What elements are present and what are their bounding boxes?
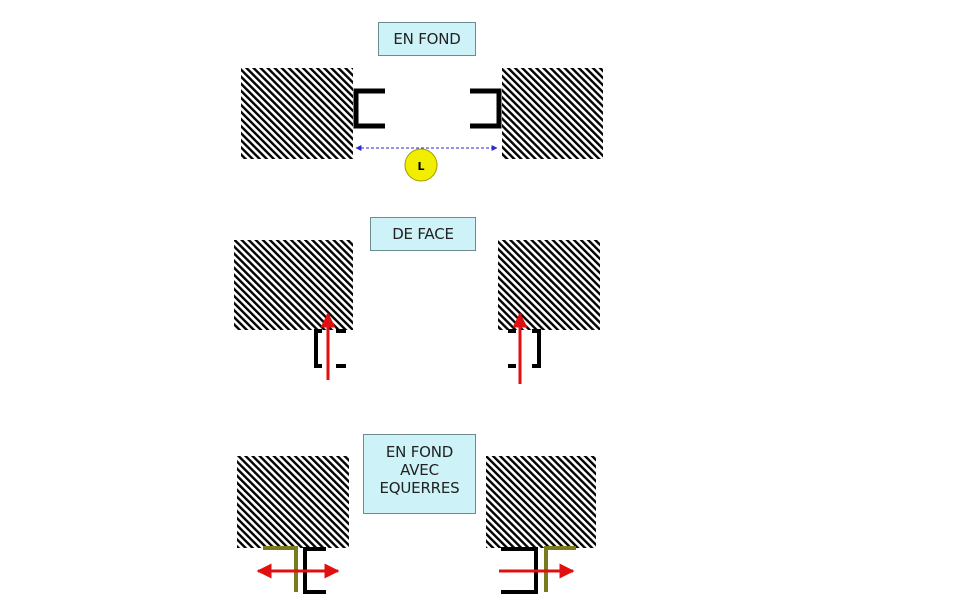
wall-left bbox=[234, 240, 353, 330]
label-en-fond-text: EN FOND bbox=[393, 30, 461, 48]
profile-left bbox=[314, 329, 322, 368]
dimension-marker bbox=[404, 148, 438, 182]
dimension-marker-label: L bbox=[417, 160, 424, 173]
wall-right bbox=[502, 68, 603, 159]
label-en-fond-avec-equerres: EN FOND AVEC EQUERRES bbox=[363, 434, 476, 514]
label-de-face-text: DE FACE bbox=[392, 225, 454, 243]
wall-right bbox=[498, 240, 600, 330]
bracket-right bbox=[544, 546, 576, 592]
panel-en-fond: L bbox=[241, 68, 603, 182]
label-en-fond: EN FOND bbox=[378, 22, 476, 56]
wall-right bbox=[486, 456, 596, 548]
wall-left bbox=[237, 456, 349, 548]
panel-en-fond-avec-equerres bbox=[237, 456, 596, 594]
profile-right bbox=[470, 88, 502, 129]
profile-right bbox=[532, 329, 541, 368]
label-line-2: AVEC bbox=[400, 461, 439, 479]
wall-left bbox=[241, 68, 353, 159]
label-line-1: EN FOND bbox=[385, 443, 454, 461]
label-de-face: DE FACE bbox=[370, 217, 476, 251]
profile-left bbox=[353, 88, 385, 129]
label-line-3: EQUERRES bbox=[379, 479, 460, 497]
panel-de-face bbox=[234, 240, 600, 384]
